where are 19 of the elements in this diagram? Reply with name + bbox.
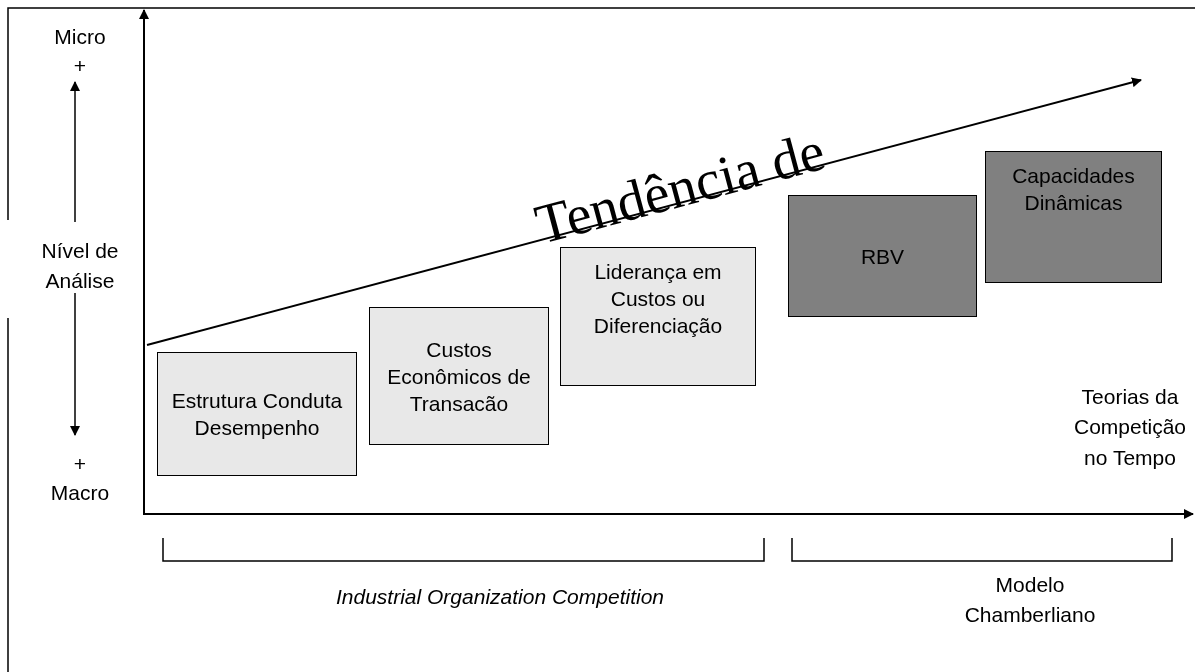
label-text: + <box>73 450 87 477</box>
label-text: Tendência de <box>527 118 832 258</box>
theory-box <box>788 195 977 317</box>
label-text: Macro <box>50 479 110 506</box>
theory-box <box>560 247 756 386</box>
label-text: Modelo Chamberliano <box>963 571 1097 628</box>
box-text: Custos Econômicos de Transacão <box>386 336 532 417</box>
box-text: RBV <box>860 243 905 270</box>
theory-box <box>157 352 357 476</box>
theory-box <box>369 307 549 445</box>
box-text: Liderança em Custos ou Diferenciação <box>592 259 724 339</box>
label-text: Teorias da Competição no Tempo <box>1072 384 1188 472</box>
label-text: Nível de Análise <box>40 237 120 294</box>
label-text: Micro <box>54 23 106 50</box>
theory-box <box>985 151 1162 283</box>
box-text: Estrutura Conduta Desempenho <box>170 388 344 441</box>
label-text: Industrial Organization Competition <box>336 583 664 610</box>
label-text: + <box>73 52 87 79</box>
box-text: Capacidades Dinâmicas <box>1011 163 1136 216</box>
